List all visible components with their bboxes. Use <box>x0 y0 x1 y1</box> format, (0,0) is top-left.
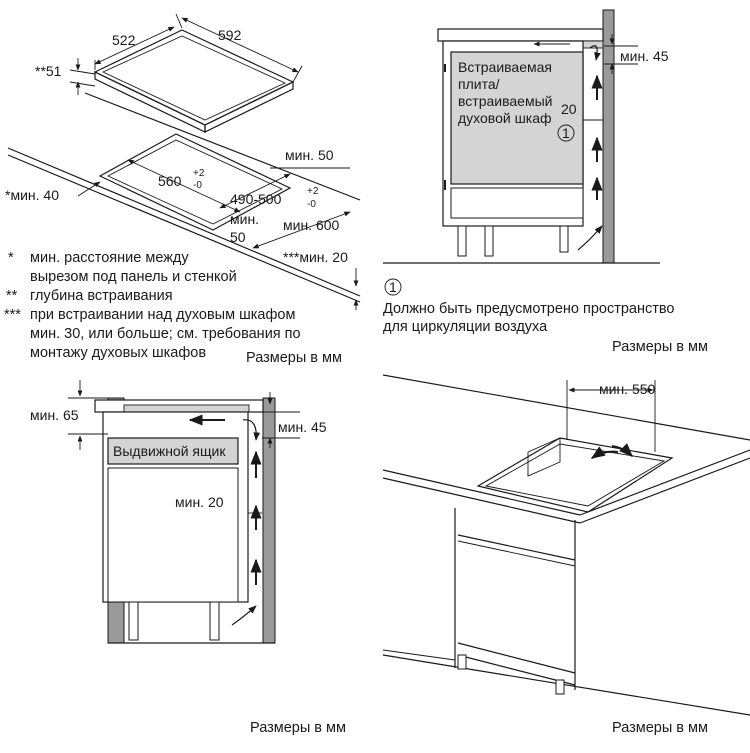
circle-number: 1 <box>562 125 570 141</box>
legend-text-4: при встраивании над духовым шкафом <box>30 307 295 323</box>
dim-490-tol-plus: +2 <box>307 186 319 197</box>
top-left-units: Размеры в мм <box>246 350 342 366</box>
dim-min50b-label-1: мин. <box>230 211 259 227</box>
dim-522-label: 522 <box>112 32 136 48</box>
note-number: 1 <box>389 279 397 295</box>
cutout <box>476 437 674 513</box>
legend-text-3: глубина встраивания <box>30 288 173 304</box>
top-right-panel: Встраиваемая плита/ встраиваемый духовой… <box>383 9 708 355</box>
drawer <box>107 437 239 465</box>
countertop-front-edge-left <box>382 469 581 516</box>
dim-min550-label: мин. 550 <box>599 381 656 397</box>
cooktop <box>123 404 250 413</box>
circulation-arrow-icon <box>231 605 257 626</box>
top-right-units: Размеры в мм <box>612 339 708 355</box>
leg-2 <box>209 601 220 641</box>
dim-592 <box>181 17 303 83</box>
countertop-thickness-left <box>382 477 581 524</box>
circulation-arrow-icon <box>590 446 619 459</box>
appliance-label-4: духовой шкаф <box>458 110 552 126</box>
cutout-inner <box>484 443 666 507</box>
plinth-panel <box>450 187 584 219</box>
leg-1 <box>457 225 467 257</box>
leg-1 <box>457 654 467 670</box>
note-line-2: для циркуляции воздуха <box>383 319 548 335</box>
dim-min20-label: мин. 20 <box>175 494 224 510</box>
legend-mark-3: ** <box>6 288 18 304</box>
dim-490-tol-minus: -0 <box>307 199 316 210</box>
dim-min50b-label-2: 50 <box>230 229 246 245</box>
dim-51 <box>69 58 96 95</box>
dim-min45-label: мин. 45 <box>620 48 669 64</box>
numbered-circle-icon <box>557 124 575 142</box>
legend-mark-4: *** <box>4 307 21 323</box>
leg-1 <box>128 601 139 641</box>
cutout-wall <box>527 437 561 477</box>
right-wall <box>262 397 276 644</box>
countertop-back-edge <box>382 374 750 441</box>
dim-min65-label: мин. 65 <box>30 407 79 423</box>
circulation-arrow-icon <box>242 419 261 441</box>
dim-560-tol-minus: -0 <box>193 180 202 191</box>
appliance-label-3: встраиваемый <box>458 93 552 109</box>
countertop-front-edge-right <box>579 449 750 516</box>
legend-text-1: мин. расстояние между <box>30 250 189 266</box>
cabinet-shelf <box>457 534 576 561</box>
dim-min45-label: мин. 45 <box>278 419 327 435</box>
leg-2 <box>555 679 565 695</box>
circulation-arrow-icon <box>611 443 633 457</box>
dim-min600-line <box>252 211 351 249</box>
dim-min50-label: мин. 50 <box>285 147 334 163</box>
dim-20-label: 20 <box>561 101 577 117</box>
dim-min20-label: ***мин. 20 <box>283 249 348 265</box>
legend-mark-1: * <box>8 250 14 266</box>
top-left-panel: 522 592 **51 мин. 50 560 +2 -0 490-500 <box>4 13 361 366</box>
bottom-left-units: Размеры в мм <box>250 720 346 736</box>
bottom-left-panel: Выдвижной ящик мин. 65 мин. 45 мин. 20 Р… <box>30 380 346 736</box>
cabinet-bottom <box>457 642 576 674</box>
countertop-thickness-right <box>579 457 750 524</box>
dim-min40-label: *мин. 40 <box>5 187 59 203</box>
dim-min40-line <box>77 181 101 197</box>
leg-3 <box>559 225 569 253</box>
floor-line-b <box>382 649 456 661</box>
bottom-right-units: Размеры в мм <box>612 720 708 736</box>
note-line-1: Должно быть предусмотрено пространство <box>383 301 675 317</box>
legend-text-2: вырезом под панель и стенкой <box>30 269 237 285</box>
cabinet-shelf-inner <box>457 540 576 567</box>
footnote-legend: * мин. расстояние между вырезом под пане… <box>4 250 301 361</box>
drawer-label: Выдвижной ящик <box>113 443 226 459</box>
dim-560-line <box>127 159 241 213</box>
countertop <box>437 28 604 42</box>
bottom-right-panel: мин. 550 Размеры в мм <box>382 374 750 736</box>
appliance-label-2: плита/ <box>458 76 500 92</box>
circulation-arrow-icon <box>589 45 601 61</box>
dim-490-line <box>219 173 291 209</box>
dim-51-label: **51 <box>35 63 62 79</box>
cabinet-door <box>107 467 239 603</box>
legend-text-5: мин. 30, или больше; см. требования по <box>30 326 301 342</box>
dim-592-label: 592 <box>218 27 242 43</box>
legend-text-6: монтажу духовых шкафов <box>30 345 206 361</box>
dim-522 <box>94 13 183 70</box>
wall <box>602 9 615 264</box>
appliance-label-1: Встраиваемая <box>458 59 552 75</box>
leg-2 <box>484 225 494 257</box>
dim-560-tol-plus: +2 <box>193 168 205 179</box>
appliance-box <box>450 51 584 185</box>
numbered-circle-icon <box>384 278 402 296</box>
circulation-arrow-icon <box>577 225 603 251</box>
floor-line <box>382 654 750 716</box>
